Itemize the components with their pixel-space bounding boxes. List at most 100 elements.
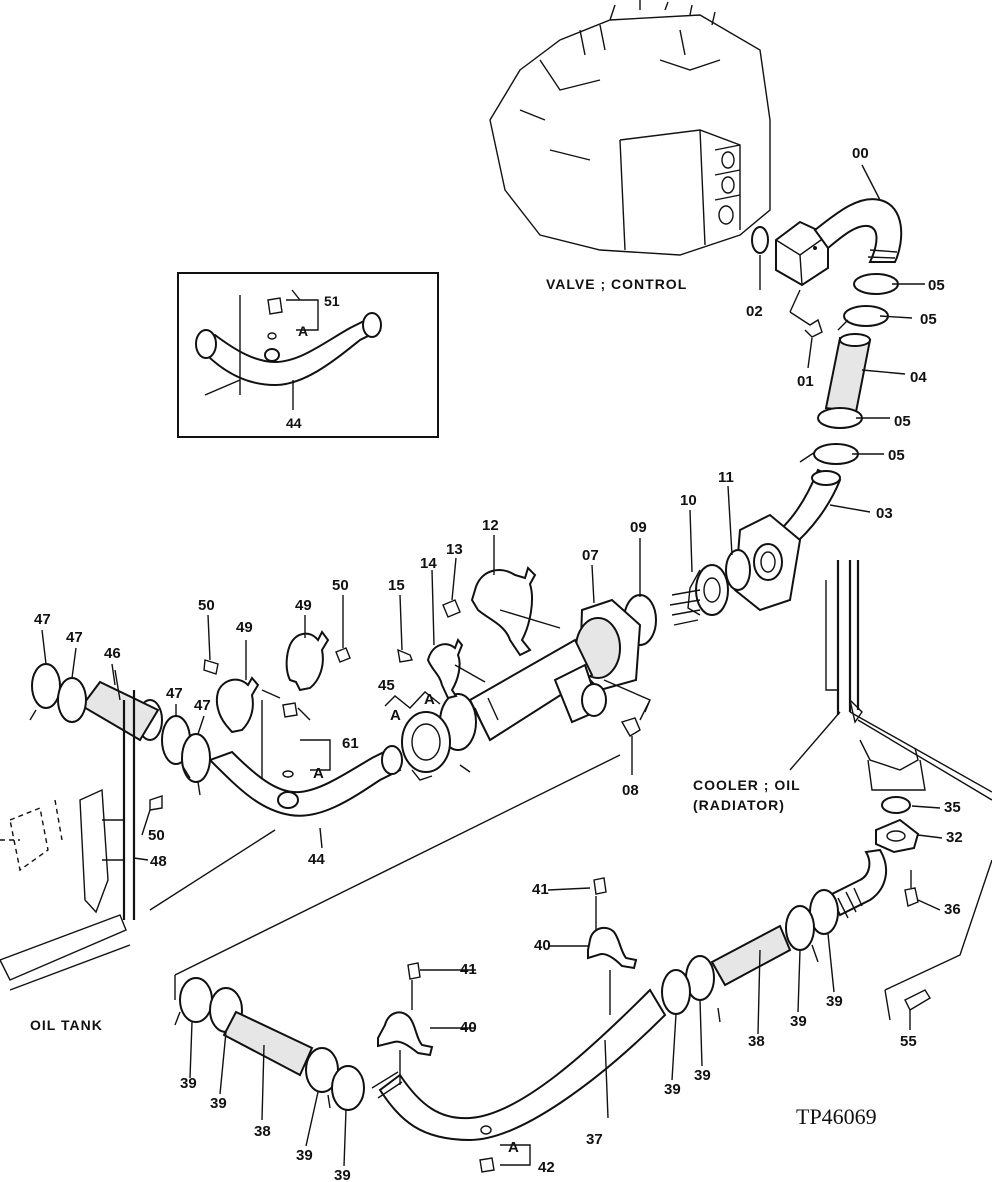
hose-46 bbox=[80, 669, 160, 742]
callout-39-c: 39 bbox=[664, 1081, 681, 1098]
hose-38-right bbox=[661, 889, 839, 1023]
cooler-caption-2: (RADIATOR) bbox=[693, 797, 785, 813]
callout-42: 42 bbox=[538, 1159, 555, 1176]
pipe-03 bbox=[778, 468, 871, 550]
callout-47-a: 47 bbox=[34, 611, 51, 628]
bolt-36 bbox=[904, 870, 919, 907]
callout-39-b: 39 bbox=[826, 993, 843, 1010]
clamp-40-lower bbox=[377, 962, 434, 1085]
oil-tank-caption: OIL TANK bbox=[30, 1017, 103, 1033]
gasket-10-11 bbox=[669, 485, 751, 626]
callout-04: 04 bbox=[910, 369, 927, 386]
callout-49-a: 49 bbox=[295, 597, 312, 614]
callout-07: 07 bbox=[582, 547, 599, 564]
callout-03: 03 bbox=[876, 505, 893, 522]
callout-37: 37 bbox=[586, 1131, 603, 1148]
callout-39-e: 39 bbox=[180, 1075, 197, 1092]
callout-13: 13 bbox=[446, 541, 463, 558]
callout-45: 45 bbox=[378, 677, 395, 694]
callout-38-a: 38 bbox=[748, 1033, 765, 1050]
o-ring-02 bbox=[751, 226, 769, 254]
callout-46: 46 bbox=[104, 645, 121, 662]
callout-11: 11 bbox=[718, 469, 734, 486]
oil-tank-top bbox=[0, 914, 127, 981]
callout-40-a: 40 bbox=[534, 937, 551, 954]
callout-05-d: 05 bbox=[888, 447, 905, 464]
cooler-leader bbox=[789, 711, 841, 771]
hose-clamp-47-left bbox=[29, 663, 87, 723]
callout-05-c: 05 bbox=[894, 413, 911, 430]
callout-55: 55 bbox=[900, 1033, 917, 1050]
callout-leaders bbox=[41, 629, 943, 1167]
callout-05-a: 05 bbox=[928, 277, 945, 294]
hose-clamp-05-top bbox=[837, 273, 925, 331]
ref-line-b bbox=[149, 829, 276, 911]
callout-ref-a-3: A bbox=[313, 765, 324, 782]
callout-15: 15 bbox=[388, 577, 405, 594]
bolt-13 bbox=[442, 557, 461, 618]
callout-47-b: 47 bbox=[66, 629, 83, 646]
callout-36: 36 bbox=[944, 901, 961, 918]
callout-39-d: 39 bbox=[694, 1067, 711, 1084]
ref-line-a bbox=[174, 754, 621, 976]
callout-00: 00 bbox=[852, 145, 869, 162]
callout-05-b: 05 bbox=[920, 311, 937, 328]
oil-cooler-drawing bbox=[825, 560, 992, 801]
callout-39-g: 39 bbox=[296, 1147, 313, 1164]
cooler-caption-1: COOLER ; OIL bbox=[693, 777, 801, 793]
flange-block bbox=[775, 220, 829, 287]
clamp-12 bbox=[470, 535, 561, 657]
callout-14: 14 bbox=[420, 555, 437, 572]
clamp-14 bbox=[397, 569, 486, 700]
callout-47-d: 47 bbox=[194, 697, 211, 714]
callout-12: 12 bbox=[482, 517, 499, 534]
callout-48: 48 bbox=[150, 853, 167, 870]
pipe-37 bbox=[371, 988, 667, 1142]
clamp-49-left bbox=[203, 614, 281, 734]
plug-42 bbox=[479, 1125, 531, 1173]
bolt-08 bbox=[620, 717, 641, 775]
callout-08: 08 bbox=[622, 782, 639, 799]
bracket-48 bbox=[0, 690, 163, 920]
callout-10: 10 bbox=[680, 492, 697, 509]
figure-id: TP46069 bbox=[796, 1104, 877, 1129]
callout-41-a: 41 bbox=[532, 881, 549, 898]
callout-02: 02 bbox=[746, 303, 763, 320]
callout-ref-a-2: A bbox=[424, 691, 435, 708]
pipe-45 bbox=[401, 638, 607, 781]
control-valve-drawing bbox=[489, 0, 771, 256]
callout-39-a: 39 bbox=[790, 1013, 807, 1030]
callout-32: 32 bbox=[946, 829, 963, 846]
callout-50-c: 50 bbox=[148, 827, 165, 844]
callout-ref-a-1: A bbox=[390, 707, 401, 724]
hose-04 bbox=[824, 333, 906, 414]
callout-49-b: 49 bbox=[236, 619, 253, 636]
bolt-01 bbox=[789, 289, 823, 369]
callout-09: 09 bbox=[630, 519, 647, 536]
callout-39-f: 39 bbox=[210, 1095, 227, 1112]
callout-47-c: 47 bbox=[166, 685, 183, 702]
inset-ref-a: A bbox=[298, 323, 308, 339]
inset-callout-44: 44 bbox=[286, 415, 302, 431]
detail-inset: 51 A 44 bbox=[177, 272, 439, 438]
clamp-40-upper bbox=[587, 877, 638, 1015]
flange-32 bbox=[875, 818, 920, 854]
hose-clamp-05-bottom bbox=[799, 407, 890, 465]
callout-01: 01 bbox=[797, 373, 814, 390]
callout-39-h: 39 bbox=[334, 1167, 351, 1182]
callout-44: 44 bbox=[308, 851, 325, 868]
oil-tank-edge bbox=[9, 944, 131, 991]
inset-callout-51: 51 bbox=[324, 293, 340, 309]
ref-bracket-45 bbox=[384, 691, 441, 709]
callout-50-a: 50 bbox=[332, 577, 349, 594]
callout-ref-a-4: A bbox=[508, 1139, 519, 1156]
o-ring-35 bbox=[881, 796, 911, 814]
callout-38-b: 38 bbox=[254, 1123, 271, 1140]
clamp-49-right bbox=[285, 595, 351, 692]
callout-61: 61 bbox=[342, 735, 359, 752]
valve-caption: VALVE ; CONTROL bbox=[546, 276, 687, 292]
elbow-pipe-00 bbox=[813, 198, 903, 263]
fitting-55 bbox=[884, 859, 992, 1030]
pipe-44 bbox=[208, 745, 403, 849]
